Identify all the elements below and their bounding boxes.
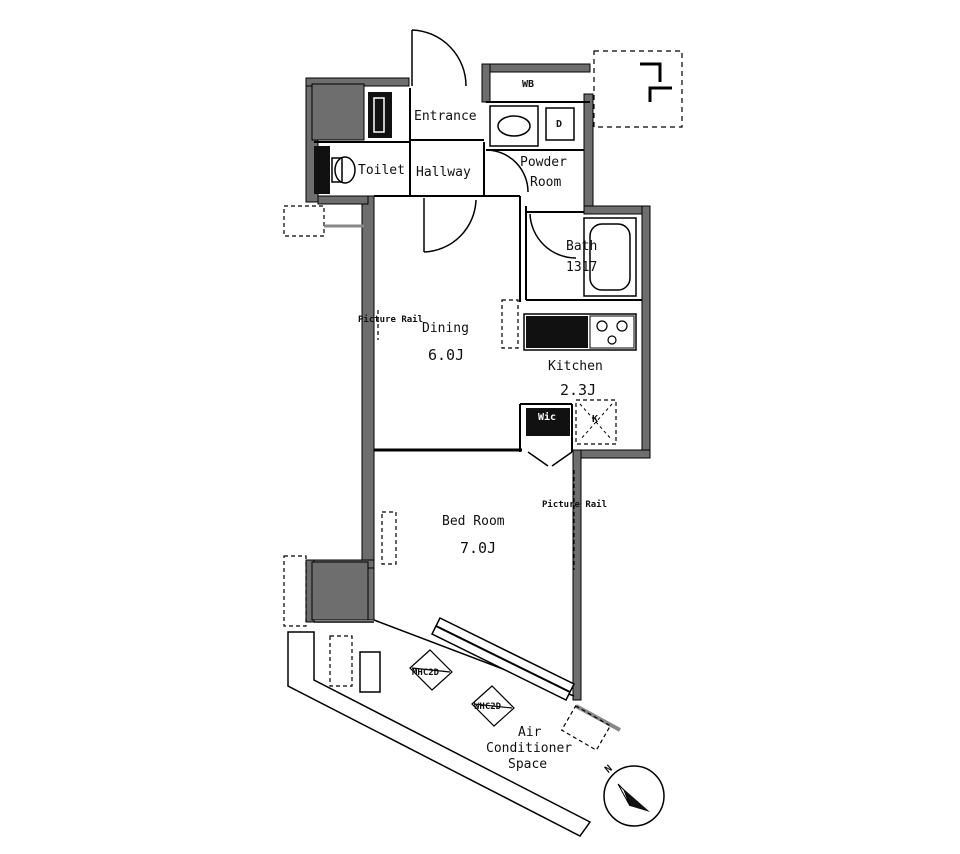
column-bottom-left: [311, 561, 369, 621]
exterior-fixture: [640, 62, 672, 102]
label-kitchen: Kitchen: [548, 359, 603, 374]
label-outdoor-unit-2: WHC2D: [474, 702, 502, 712]
outdoor-unit-2-icon: [471, 685, 515, 727]
column-top-left: [311, 83, 365, 141]
label-bath-size: 1317: [566, 260, 598, 275]
label-wic: Wic: [538, 412, 557, 423]
bathtub-icon: [583, 217, 637, 297]
shoe-cabinet-icon: [368, 92, 392, 138]
label-dining: Dining: [422, 321, 469, 336]
label-powder-2: Room: [530, 175, 562, 190]
label-picture-rail-bed: Picture Rail: [542, 500, 608, 510]
washer-box: [545, 107, 575, 141]
closet-dashed: [381, 511, 397, 565]
kitchen-counter: [523, 313, 637, 351]
label-ac-space-2: Conditioner: [486, 741, 573, 756]
balcony-outline: [287, 619, 592, 837]
balcony-railing: [430, 616, 576, 702]
north-arrow-icon: [603, 765, 665, 827]
toilet-wall-block: [314, 146, 330, 194]
door-arcs: [411, 29, 577, 467]
label-outdoor-unit-1: MHC2D: [412, 668, 440, 678]
exterior-dashed-left: [283, 555, 307, 627]
label-bed-room: Bed Room: [442, 514, 505, 529]
label-powder-1: Powder: [520, 155, 567, 170]
label-toilet: Toilet: [358, 163, 405, 178]
ac-box-inner: [359, 651, 381, 693]
label-bath: Bath: [566, 239, 598, 254]
k-cross-2: [579, 403, 613, 441]
toilet-icon: [331, 156, 356, 184]
label-ac-space-3: Space: [508, 757, 548, 772]
label-wb: WB: [522, 79, 535, 90]
label-k: K: [592, 414, 599, 425]
label-d: D: [556, 119, 563, 130]
interior-walls: [314, 88, 642, 452]
exterior-dashed-area: [593, 50, 683, 128]
ac-dashed-2: [560, 705, 612, 751]
sink-icon: [489, 105, 539, 147]
label-ac-space-1: Air: [518, 725, 542, 740]
outdoor-unit-1-icon: [409, 649, 453, 691]
label-hallway: Hallway: [416, 165, 471, 180]
wic-block: [526, 408, 570, 436]
label-picture-rail-dining: Picture Rail: [358, 315, 424, 325]
exterior-dashed-top-left: [283, 205, 325, 237]
ac-dashed-1: [329, 635, 353, 687]
label-bed-room-size: 7.0J: [460, 539, 497, 557]
label-kitchen-size: 2.3J: [560, 381, 597, 399]
label-dining-size: 6.0J: [428, 346, 465, 364]
label-entrance: Entrance: [414, 109, 477, 124]
stove-icon: [596, 320, 628, 345]
refrigerator-space: [501, 299, 519, 349]
